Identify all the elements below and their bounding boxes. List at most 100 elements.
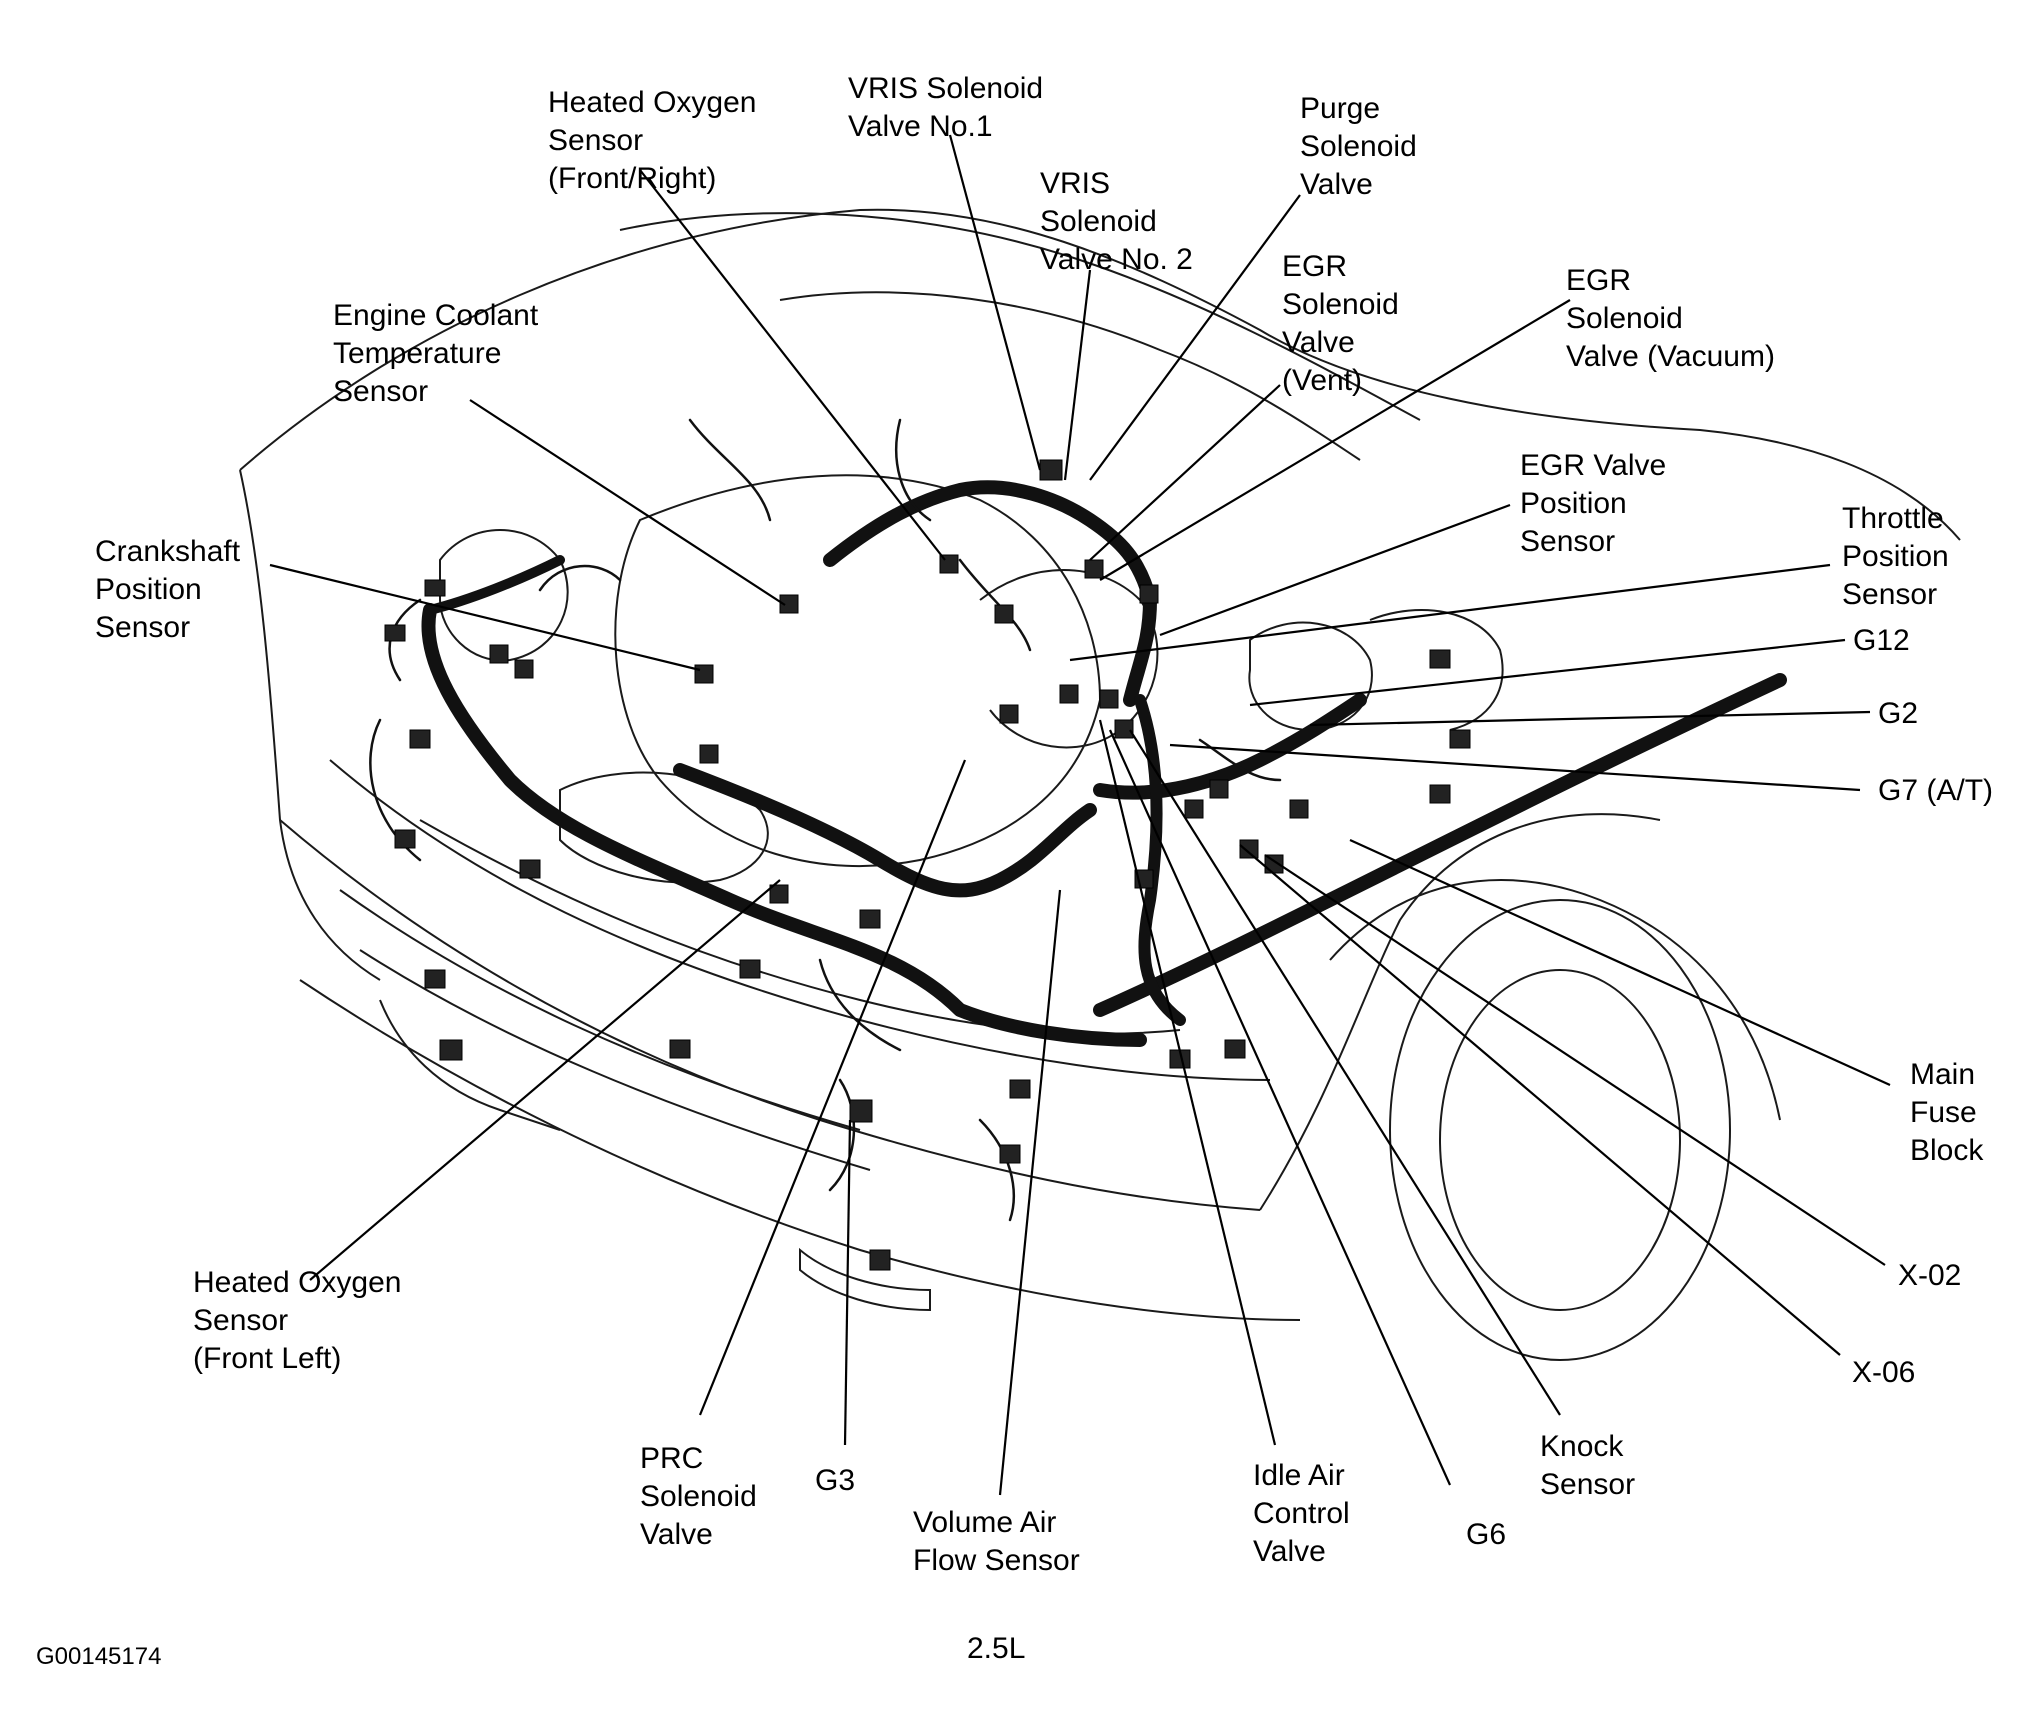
- label-line: Knock: [1540, 1430, 1624, 1463]
- label-line: (Front Left): [193, 1342, 342, 1375]
- grille-line-2: [359, 949, 871, 1171]
- connector: [1184, 799, 1204, 819]
- label-line: Control: [1253, 1497, 1350, 1530]
- connector: [1239, 839, 1259, 859]
- label-line: Solenoid: [1566, 302, 1683, 335]
- strut-tower-left: [439, 529, 569, 662]
- harness-main-bar: [1093, 673, 1787, 1017]
- bumper-bottom: [299, 979, 1301, 1321]
- leader-throttle: [1069, 563, 1831, 662]
- intake-plenum: [979, 569, 1159, 749]
- label-line: Engine Coolant: [333, 299, 539, 332]
- label-line: Purge: [1300, 92, 1381, 125]
- label-vris-no2: VRIS Solenoid Valve No. 2: [1040, 165, 1193, 279]
- connector: [384, 624, 406, 642]
- label-engine-coolant: Engine Coolant Temperature Sensor: [333, 297, 538, 411]
- label-line: Sensor: [1842, 578, 1938, 611]
- label-line: Sensor: [1540, 1468, 1636, 1501]
- label-line: Sensor: [1520, 525, 1616, 558]
- leader-heated-o2-front-right: [639, 169, 946, 561]
- connector: [999, 704, 1019, 724]
- connector: [1289, 799, 1309, 819]
- label-x06: X-06: [1852, 1354, 1915, 1392]
- label-line: Fuse: [1910, 1096, 1977, 1129]
- leader-vris-no2: [1063, 269, 1092, 481]
- leader-x06: [1239, 844, 1841, 1356]
- label-egr-valve-position: EGR Valve Position Sensor: [1520, 447, 1666, 561]
- leader-vaf: [998, 889, 1062, 1496]
- label-line: G2: [1878, 697, 1919, 730]
- label-purge: Purge Solenoid Valve: [1300, 90, 1417, 204]
- hood-edge: [239, 208, 1961, 541]
- connector: [1224, 1039, 1246, 1059]
- label-line: Valve No.1: [848, 110, 993, 143]
- label-egr-vent: EGR Solenoid Valve (Vent): [1282, 248, 1399, 400]
- washer-tank: [1369, 609, 1504, 731]
- label-line: Sensor: [548, 124, 644, 157]
- label-line: Sensor: [333, 375, 429, 408]
- connector: [1009, 1079, 1031, 1099]
- leader-vris-no1: [948, 134, 1042, 471]
- label-line: Solenoid: [640, 1480, 757, 1513]
- label-line: Valve (Vacuum): [1566, 340, 1775, 373]
- label-vaf: Volume Air Flow Sensor: [913, 1504, 1080, 1580]
- label-line: EGR Valve: [1520, 449, 1667, 482]
- label-line: G12: [1853, 624, 1910, 657]
- leader-knock: [1129, 729, 1561, 1416]
- leader-prc: [698, 759, 967, 1416]
- label-g12: G12: [1853, 622, 1910, 660]
- headlight-left: [379, 999, 561, 1131]
- car-body-outline: [239, 208, 1961, 1361]
- leader-g12: [1249, 638, 1846, 707]
- connector: [394, 829, 416, 849]
- front-wheel-outer: [1389, 899, 1731, 1361]
- label-line: Valve: [1282, 326, 1355, 359]
- connector: [769, 884, 789, 904]
- connector: [859, 909, 881, 929]
- leader-g6: [1108, 729, 1452, 1486]
- leader-heated-o2-front-left: [309, 879, 781, 1281]
- label-line: Sensor: [95, 611, 191, 644]
- label-line: Heated Oxygen: [193, 1266, 402, 1299]
- leader-egr-valve-position: [1159, 503, 1511, 637]
- label-line: X-06: [1852, 1356, 1916, 1389]
- label-line: Position: [1842, 540, 1949, 573]
- label-main-fuse: Main Fuse Block: [1910, 1056, 1983, 1170]
- strut-tower-right: [1248, 621, 1373, 732]
- label-knock: Knock Sensor: [1540, 1428, 1635, 1504]
- label-line: VRIS: [1040, 167, 1111, 200]
- label-line: Throttle: [1842, 502, 1944, 535]
- grille-line-1: [339, 889, 861, 1131]
- connector: [439, 1039, 463, 1061]
- connector: [1429, 649, 1451, 669]
- label-line: Idle Air: [1253, 1459, 1345, 1492]
- connector: [779, 594, 799, 614]
- connector: [739, 959, 761, 979]
- connector: [694, 664, 714, 684]
- label-iac: Idle Air Control Valve: [1253, 1457, 1350, 1571]
- label-line: G7 (A/T): [1878, 774, 1994, 807]
- label-line: Main: [1910, 1058, 1976, 1091]
- label-egr-vacuum: EGR Solenoid Valve (Vacuum): [1566, 262, 1775, 376]
- connector: [514, 659, 534, 679]
- body-crease: [329, 759, 1271, 1081]
- label-line: Solenoid: [1300, 130, 1417, 163]
- connector: [1429, 784, 1451, 804]
- label-line: Solenoid: [1040, 205, 1157, 238]
- label-line: Valve No. 2: [1040, 243, 1193, 276]
- battery-outline: [559, 771, 769, 884]
- label-line: PRC: [640, 1442, 704, 1475]
- label-line: Block: [1910, 1134, 1984, 1167]
- label-line: VRIS Solenoid: [848, 72, 1044, 105]
- fender-left: [239, 469, 381, 981]
- connector: [999, 1144, 1021, 1164]
- right-fender: [1259, 813, 1661, 1211]
- connector: [424, 579, 446, 597]
- connector: [1059, 684, 1079, 704]
- label-line: EGR: [1282, 250, 1348, 283]
- label-line: Volume Air: [913, 1506, 1057, 1539]
- leader-iac: [1098, 719, 1277, 1446]
- branch-wires: [369, 418, 1282, 1222]
- leader-g3: [843, 1119, 852, 1446]
- label-heated-o2-front-right: Heated Oxygen Sensor (Front/Right): [548, 84, 756, 198]
